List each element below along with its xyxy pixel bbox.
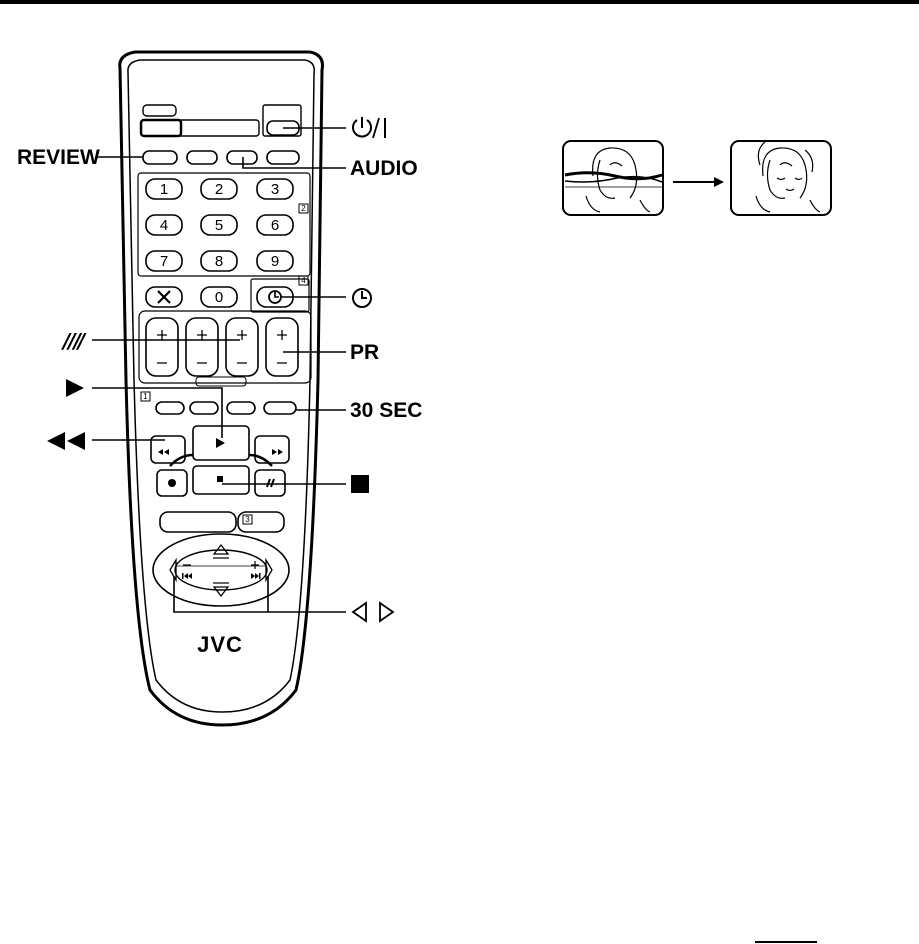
bottom-rule <box>755 941 817 943</box>
stop-icon-small <box>217 476 223 482</box>
key-0-label[interactable]: 0 <box>201 290 237 305</box>
transition-arrow <box>673 177 724 187</box>
audio-button <box>227 151 257 164</box>
power-standby-icon <box>350 114 390 143</box>
rocker-2 <box>186 318 218 376</box>
stop-icon <box>350 474 370 497</box>
tracking-rocker <box>226 318 258 376</box>
key-8-label[interactable]: 8 <box>201 254 237 269</box>
key-5-label[interactable]: 5 <box>201 218 237 233</box>
ffwd-icon-small-2 <box>278 449 283 455</box>
nav-ring-inner <box>175 550 267 590</box>
rocker-symbols <box>157 330 287 363</box>
index-mark-4: 4 <box>299 277 308 285</box>
timer-clock-icon <box>269 291 281 303</box>
pr-label: PR <box>350 342 379 363</box>
brand-logo: JVC <box>197 632 243 657</box>
rocker-1 <box>146 318 178 376</box>
key-2-label[interactable]: 2 <box>201 182 237 197</box>
index-mark-1: 1 <box>141 393 150 401</box>
top-wide-button <box>141 120 259 136</box>
key-3-label[interactable]: 3 <box>257 182 293 197</box>
ffwd-icon-small <box>272 449 277 455</box>
key-6-label[interactable]: 6 <box>257 218 293 233</box>
sec30-button <box>264 402 296 414</box>
tracking-icon: //// <box>63 331 82 351</box>
audio-label: AUDIO <box>350 158 418 179</box>
tv-before-illustration <box>563 141 663 215</box>
top-small-button <box>143 105 176 116</box>
key-4-label[interactable]: 4 <box>146 218 182 233</box>
row2-button-2 <box>190 402 218 414</box>
record-icon <box>168 479 176 487</box>
nav-down-icon <box>214 587 228 596</box>
row2-button-1 <box>156 402 184 414</box>
index-mark-3: 3 <box>243 516 252 524</box>
transport-trim <box>170 455 193 466</box>
row2-button-3 <box>227 402 255 414</box>
pr-rocker <box>266 318 298 376</box>
pause-button <box>255 470 285 496</box>
left-right-triangles-icon <box>350 601 398 626</box>
transport-trim-2 <box>249 455 272 466</box>
key-9-label[interactable]: 9 <box>257 254 293 269</box>
pause-icon-small <box>267 479 274 487</box>
rocker-frame <box>139 311 311 383</box>
play-icon-small <box>216 438 225 448</box>
nav-skip-plus <box>251 561 259 569</box>
rewind-icon <box>44 431 88 454</box>
play-icon <box>64 378 86 401</box>
row-button-4 <box>267 151 299 164</box>
rocker-divider <box>196 377 246 386</box>
cancel-x-icon <box>158 291 170 303</box>
clock-icon <box>350 286 374 313</box>
sec30-label: 30 SEC <box>350 400 422 421</box>
skip-back-icon <box>182 573 192 579</box>
index-mark-2: 2 <box>299 205 308 213</box>
tv-after-illustration <box>731 141 831 215</box>
rewind-icon-small <box>158 449 163 455</box>
rewind-icon-small-2 <box>164 449 169 455</box>
top-wide-button-inner <box>141 120 181 136</box>
review-label: REVIEW <box>17 147 100 168</box>
review-button <box>143 151 177 164</box>
key-1-label[interactable]: 1 <box>146 182 182 197</box>
menu-button-left <box>160 512 236 532</box>
key-7-label[interactable]: 7 <box>146 254 182 269</box>
row-button-2 <box>187 151 217 164</box>
skip-forward-icon <box>251 573 261 579</box>
